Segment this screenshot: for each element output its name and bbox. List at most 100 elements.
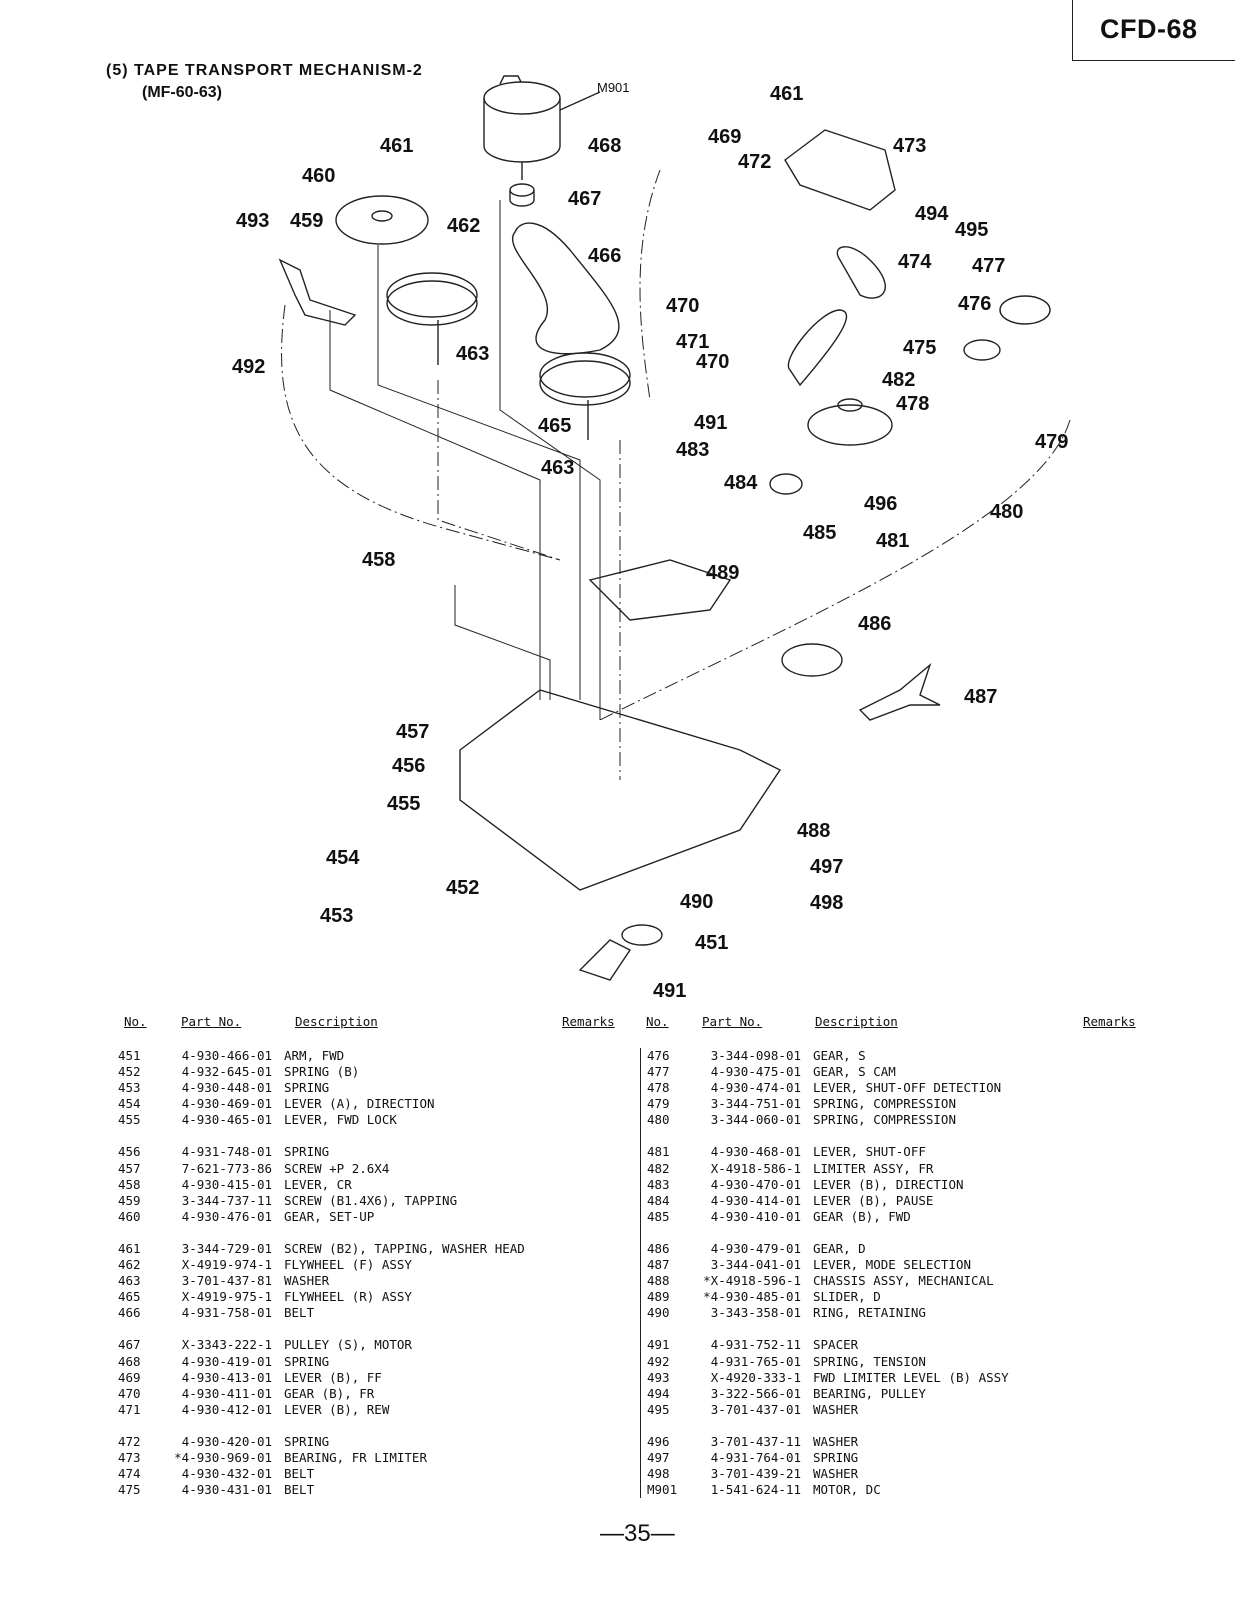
- description: SPRING: [284, 1433, 330, 1449]
- callout-label: 497: [810, 856, 843, 878]
- description: LEVER (B), REW: [284, 1401, 390, 1417]
- header-part-no: Part No.: [702, 1014, 763, 1029]
- description: SPACER: [813, 1337, 859, 1353]
- ref-number: 457: [118, 1160, 141, 1176]
- description: BEARING, FR LIMITER: [284, 1449, 427, 1465]
- part-number: 4-930-468-01: [710, 1144, 801, 1160]
- callout-label: 479: [1035, 431, 1068, 453]
- ref-number: 478: [647, 1080, 670, 1096]
- ref-number: 454: [118, 1096, 141, 1112]
- ref-number: 463: [118, 1273, 141, 1289]
- callout-label: 462: [447, 215, 480, 237]
- part-number: 4-930-420-01: [181, 1433, 272, 1449]
- description: GEAR (B), FWD: [813, 1208, 911, 1224]
- bearing-plate: [784, 129, 896, 211]
- ref-number: 491: [647, 1337, 670, 1353]
- part-number: 4-930-466-01: [181, 1048, 272, 1063]
- group-gap: [647, 1225, 1167, 1241]
- header-description: Description: [295, 1014, 378, 1029]
- ref-number: 477: [647, 1064, 670, 1080]
- part-number: 3-344-751-01: [710, 1096, 801, 1112]
- header-no: No.: [646, 1014, 669, 1029]
- part-number: 4-930-431-01: [181, 1482, 272, 1498]
- ref-number: 489: [647, 1289, 670, 1305]
- ref-number: 453: [118, 1080, 141, 1096]
- callout-label: 463: [456, 343, 489, 365]
- callout-label: 451: [695, 932, 728, 954]
- part-number: 3-701-437-01: [710, 1401, 801, 1417]
- description: PULLEY (S), MOTOR: [284, 1337, 412, 1353]
- callout-label: 483: [676, 439, 709, 461]
- description: FLYWHEEL (R) ASSY: [284, 1289, 412, 1305]
- page-number: —35—: [600, 1520, 675, 1547]
- description: SLIDER, D: [813, 1289, 881, 1305]
- ref-number: 488: [647, 1273, 670, 1289]
- description: FWD LIMITER LEVEL (B) ASSY: [813, 1369, 1009, 1385]
- description: SPRING: [284, 1080, 330, 1096]
- description: SPRING: [813, 1449, 859, 1465]
- header-remarks: Remarks: [562, 1014, 615, 1029]
- callout-label: 476: [958, 293, 991, 315]
- callout-label: 459: [290, 210, 323, 232]
- callout-label: 487: [964, 686, 997, 708]
- part-number: 4-931-752-11: [710, 1337, 801, 1353]
- part-number: 4-931-758-01: [181, 1305, 272, 1321]
- ref-number: 481: [647, 1144, 670, 1160]
- ref-number: 475: [118, 1482, 141, 1498]
- callout-label: 471: [676, 331, 709, 353]
- description: SPRING: [284, 1144, 330, 1160]
- ref-number: 459: [118, 1192, 141, 1208]
- callout-label: 460: [302, 165, 335, 187]
- belt-466: [512, 222, 620, 355]
- description: SPRING, COMPRESSION: [813, 1112, 956, 1128]
- part-number: *4-930-969-01: [174, 1449, 272, 1465]
- ref-number: 461: [118, 1240, 141, 1256]
- ref-number: 479: [647, 1096, 670, 1112]
- description: LEVER (B), DIRECTION: [813, 1176, 964, 1192]
- ref-number: M901: [647, 1482, 678, 1498]
- part-number: 4-932-645-01: [181, 1064, 272, 1080]
- gear-d: [781, 643, 843, 677]
- ref-number: 494: [647, 1385, 670, 1401]
- description: SCREW +P 2.6X4: [284, 1160, 390, 1176]
- part-number: 4-930-414-01: [710, 1192, 801, 1208]
- ref-number: 490: [647, 1305, 670, 1321]
- part-number: 4-930-410-01: [710, 1208, 801, 1224]
- callout-label: 473: [893, 135, 926, 157]
- ref-number: 466: [118, 1305, 141, 1321]
- part-number: 3-701-439-21: [710, 1466, 801, 1482]
- part-number: X-4918-586-1: [710, 1160, 801, 1176]
- callout-label: 490: [680, 891, 713, 913]
- part-number: 4-931-765-01: [710, 1353, 801, 1369]
- part-number: 3-701-437-11: [710, 1433, 801, 1449]
- chassis-assy: [459, 689, 782, 891]
- callout-label: 491: [653, 980, 686, 1002]
- part-number: 3-344-729-01: [181, 1240, 272, 1256]
- motor-part: [483, 75, 601, 180]
- part-number: X-4919-974-1: [181, 1257, 272, 1273]
- part-number: 4-930-476-01: [181, 1208, 272, 1224]
- part-number: 3-701-437-81: [181, 1273, 272, 1289]
- ref-number: 483: [647, 1176, 670, 1192]
- description: LEVER (A), DIRECTION: [284, 1096, 435, 1112]
- ref-number: 468: [118, 1353, 141, 1369]
